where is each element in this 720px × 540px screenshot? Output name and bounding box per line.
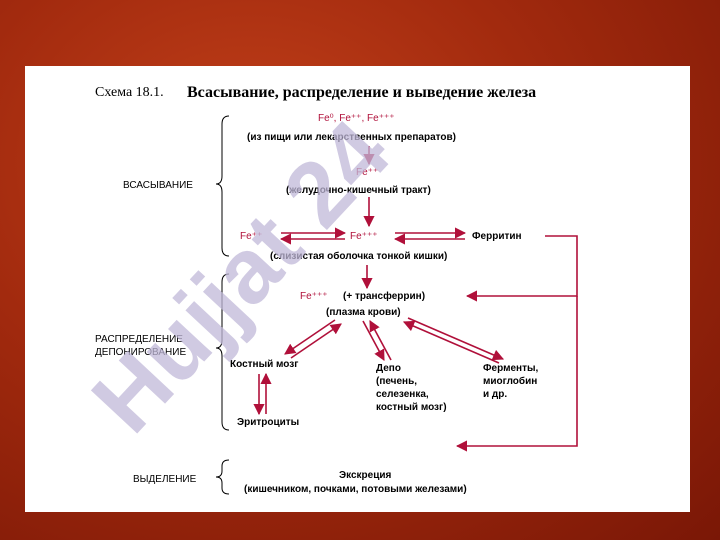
title-prefix: Схема 18.1.	[95, 85, 164, 100]
fe2-gut-label: Fe⁺⁺	[356, 167, 378, 178]
enzymes-line-3: и др.	[483, 389, 507, 400]
gi-tract-label: (желудочно-кишечный тракт)	[286, 185, 431, 196]
depot-line-2: (печень,	[376, 376, 417, 387]
flow-arrows	[253, 146, 578, 452]
excretion-routes-label: (кишечником, почками, потовыми железами)	[244, 484, 467, 495]
fe-sources-label: Fe⁰, Fe⁺⁺, Fe⁺⁺⁺	[318, 113, 395, 124]
excretion-title-label: Экскреция	[339, 470, 392, 481]
brace-excretion	[215, 459, 230, 495]
section-distribution-label: РАСПРЕДЕЛЕНИЕ	[95, 334, 183, 345]
arrow-plasma-to-depot	[362, 320, 385, 361]
iron-metabolism-diagram: Схема 18.1. Всасывание, распределение и …	[95, 84, 578, 495]
brace-distribution	[215, 273, 230, 431]
depot-block: Депо (печень, селезенка, костный мозг)	[376, 363, 447, 413]
enzymes-block: Ферменты, миоглобин и др.	[483, 363, 539, 400]
page-title: Всасывание, распределение и выведение же…	[187, 84, 536, 101]
enzymes-line-2: миоглобин	[483, 375, 537, 387]
fe2-mucosa-label: Fe⁺⁺	[240, 231, 262, 242]
arrow-plasma-to-excretion	[455, 296, 578, 452]
arrow-bone-marrow-to-plasma	[290, 323, 342, 359]
fe3-plasma-label: Fe⁺⁺⁺	[300, 291, 328, 302]
brace-absorption	[215, 115, 230, 257]
fe3-mucosa-label: Fe⁺⁺⁺	[350, 231, 378, 242]
food-or-drugs-label: (из пищи или лекарственных препаратов)	[247, 132, 456, 143]
arrow-plasma-to-enzymes	[407, 317, 505, 361]
enzymes-line-1: Ферменты,	[483, 363, 539, 374]
transferrin-label: (+ трансферрин)	[343, 290, 425, 302]
arrow-ferritin-to-plasma	[465, 235, 578, 302]
section-excretion-label: ВЫДЕЛЕНИЕ	[133, 474, 197, 485]
section-deposition-label: ДЕПОНИРОВАНИЕ	[95, 347, 186, 358]
depot-line-1: Депо	[376, 363, 401, 374]
mucosa-label: (слизистая оболочка тонкой кишки)	[270, 250, 447, 262]
section-braces	[215, 115, 230, 495]
arrow-plasma-to-bone-marrow	[284, 319, 336, 355]
arrow-enzymes-to-plasma	[402, 320, 500, 364]
plasma-label: (плазма крови)	[326, 307, 401, 318]
arrow-depot-to-plasma	[369, 320, 392, 361]
erythrocytes-label: Эритроциты	[237, 417, 299, 428]
depot-line-3: селезенка,	[376, 389, 429, 400]
slide-panel: Схема 18.1. Всасывание, распределение и …	[25, 66, 690, 512]
ferritin-label: Ферритин	[472, 231, 522, 242]
bone-marrow-label: Костный мозг	[230, 359, 298, 370]
section-absorption-label: ВСАСЫВАНИЕ	[123, 180, 193, 191]
depot-line-4: костный мозг)	[376, 402, 447, 413]
